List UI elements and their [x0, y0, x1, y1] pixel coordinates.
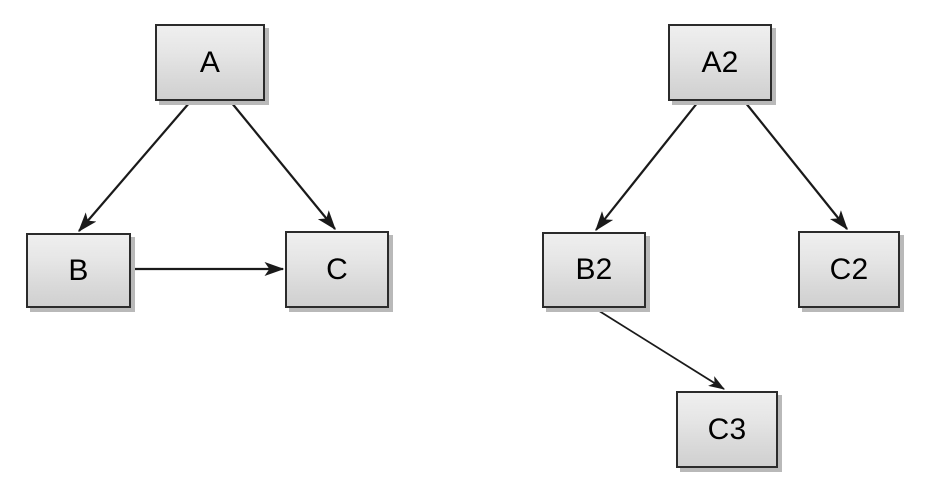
node-a2-label: A2 — [701, 45, 739, 79]
node-a-label: A — [199, 45, 221, 79]
edge-a2-to-c2[interactable] — [744, 101, 848, 231]
node-c[interactable]: C — [285, 231, 389, 308]
node-c3-label: C3 — [707, 412, 747, 446]
node-b-label: B — [68, 253, 89, 287]
node-a2[interactable]: A2 — [668, 24, 772, 101]
node-a[interactable]: A — [155, 24, 265, 101]
edge-a-to-c[interactable] — [230, 101, 336, 231]
graph-right-edges — [595, 101, 848, 390]
edge-b2-to-c3[interactable] — [595, 308, 725, 390]
node-b2-label: B2 — [575, 253, 613, 286]
node-c2-label: C2 — [829, 252, 869, 286]
node-c3[interactable]: C3 — [676, 391, 778, 468]
edge-a-to-b[interactable] — [78, 101, 191, 233]
node-b2[interactable]: B2 — [542, 232, 646, 308]
node-b[interactable]: B — [26, 233, 131, 308]
node-c-label: C — [326, 252, 348, 286]
edge-a2-to-b2[interactable] — [595, 101, 699, 232]
graph-left-edges — [78, 101, 336, 277]
node-c2[interactable]: C2 — [798, 231, 900, 308]
